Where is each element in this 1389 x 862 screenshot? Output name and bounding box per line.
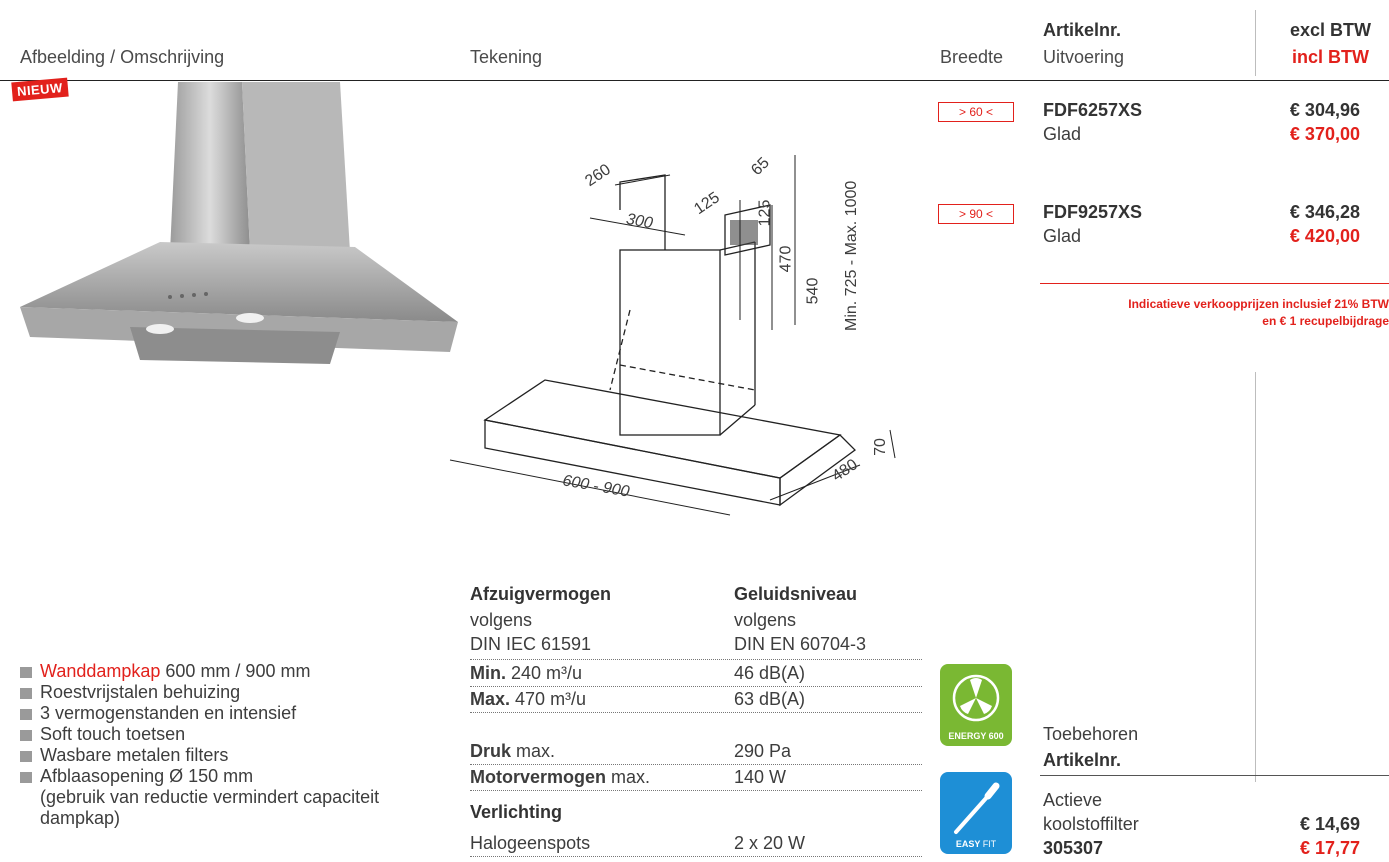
accessories-article-label: Artikelnr. — [1043, 750, 1122, 770]
feature-list: Wanddampkap 600 mm / 900 mm Roestvrijsta… — [20, 661, 379, 829]
spec-row-motor: Motorvermogen max. 140 W — [470, 764, 922, 791]
spec-row-motor-label: max. — [606, 767, 651, 787]
spec-sub-suction-1: volgens — [470, 610, 533, 630]
dim-height-range: Min. 725 - Max. 1000 — [843, 180, 860, 331]
spec-sub-noise-1: volgens — [734, 610, 797, 630]
price-incl-2: € 420,00 — [1289, 226, 1360, 246]
spec-row-motor-label-bold: Motorvermogen — [470, 767, 607, 787]
header-drawing: Tekening — [470, 47, 543, 67]
spec-row-halogen: Halogeenspots 2 x 20 W — [470, 826, 922, 857]
spec-row-min: Min. 240 m³/u 46 dB(A) — [470, 660, 922, 687]
header-variant: Uitvoering — [1043, 47, 1125, 67]
feature-sizes: 600 mm / 900 mm — [160, 661, 311, 681]
spec-row-max-label: 470 m³/u — [510, 689, 587, 709]
dim-540: 540 — [804, 277, 822, 305]
header-excl: excl BTW — [1290, 20, 1372, 40]
energy-label: ENERGY 600 — [948, 731, 1004, 741]
feature-item: Wasbare metalen filters — [20, 745, 379, 766]
spec-sub-suction-2: DIN IEC 61591 — [470, 634, 592, 654]
easy-fit-tile: EASY FIT — [940, 772, 1012, 854]
spec-row-pressure: Druk max. 290 Pa — [470, 712, 922, 765]
feature-item: Wanddampkap 600 mm / 900 mm — [20, 661, 379, 682]
width-box-90: > 90 < — [938, 204, 1014, 224]
easy-fit-label-b: FIT — [982, 839, 997, 849]
header-article: Artikelnr. — [1043, 20, 1122, 40]
technical-drawing — [449, 155, 896, 516]
column-divider-bottom — [1255, 372, 1256, 782]
feature-continuation-2: dampkap) — [40, 808, 121, 828]
header-incl: incl BTW — [1292, 47, 1369, 67]
article-fdf9257xs: FDF9257XS — [1043, 202, 1143, 222]
price-note-rule — [1040, 283, 1389, 284]
variant-2: Glad — [1043, 226, 1082, 246]
easy-fit-label: EASY FIT — [940, 839, 1012, 849]
spec-row-pressure-label-bold: Druk — [470, 741, 512, 761]
accessories-rule — [1040, 775, 1389, 776]
price-excl-2: € 346,28 — [1289, 202, 1360, 222]
dim-70: 70 — [871, 438, 889, 456]
accessory-price-excl: € 14,69 — [1299, 814, 1360, 834]
price-note-line2: en € 1 recupelbijdrage — [1262, 314, 1389, 328]
spec-row-halogen-label: Halogeenspots — [470, 833, 591, 853]
spec-row-max: Max. 470 m³/u 63 dB(A) — [470, 686, 922, 713]
spec-sub-noise-2: DIN EN 60704-3 — [734, 634, 867, 654]
price-note-line1: Indicatieve verkoopprijzen inclusief 21%… — [1128, 297, 1389, 311]
header-rule — [0, 80, 1389, 81]
spec-row-min-label-bold: Min. — [470, 663, 506, 683]
feature-continuation-1: (gebruik van reductie vermindert capacit… — [40, 787, 380, 807]
feature-item: 3 vermogenstanden en intensief — [20, 703, 379, 724]
variant-1: Glad — [1043, 124, 1082, 144]
spec-row-min-label: 240 m³/u — [506, 663, 583, 683]
spec-row-max-label-bold: Max. — [470, 689, 511, 709]
feature-item: Soft touch toetsen — [20, 724, 379, 745]
easy-fit-label-a: EASY — [955, 839, 981, 849]
accessory-name-line2: koolstoffilter — [1043, 814, 1139, 834]
spec-row-halogen-value: 2 x 20 W — [734, 833, 806, 853]
feature-item: Afblaasopening Ø 150 mm — [20, 766, 379, 787]
column-divider-top — [1255, 10, 1256, 76]
spec-divider — [470, 659, 922, 660]
spec-row-pressure-value: 290 Pa — [734, 741, 792, 761]
spec-heading-suction: Afzuigvermogen — [470, 584, 612, 604]
spec-row-pressure-label: max. — [511, 741, 556, 761]
accessory-article: 305307 — [1043, 838, 1104, 858]
spec-row-motor-value: 140 W — [734, 767, 787, 787]
price-incl-1: € 370,00 — [1289, 124, 1360, 144]
feature-item: Roestvrijstalen behuizing — [20, 682, 379, 703]
hood-photo — [20, 82, 458, 364]
energy-fan-icon — [940, 664, 1012, 746]
screwdriver-icon — [940, 772, 1012, 854]
article-fdf6257xs: FDF6257XS — [1043, 100, 1143, 120]
accessories-title: Toebehoren — [1043, 724, 1139, 744]
spec-row-min-value: 46 dB(A) — [734, 663, 806, 683]
energy-600-tile: ENERGY 600 — [940, 664, 1012, 746]
spec-lighting-heading: Verlichting — [470, 802, 563, 822]
header-image-description: Afbeelding / Omschrijving — [20, 47, 225, 67]
dim-470: 470 — [777, 245, 795, 273]
spec-heading-noise: Geluidsniveau — [734, 584, 858, 604]
accessory-name-line1: Actieve — [1043, 790, 1103, 810]
width-box-60: > 60 < — [938, 102, 1014, 122]
header-width: Breedte — [940, 47, 1004, 67]
feature-type-link: Wanddampkap — [40, 661, 161, 681]
accessory-price-incl: € 17,77 — [1299, 838, 1360, 858]
dim-125-vertical: 125 — [756, 199, 774, 227]
spec-row-max-value: 63 dB(A) — [734, 689, 806, 709]
price-excl-1: € 304,96 — [1289, 100, 1360, 120]
